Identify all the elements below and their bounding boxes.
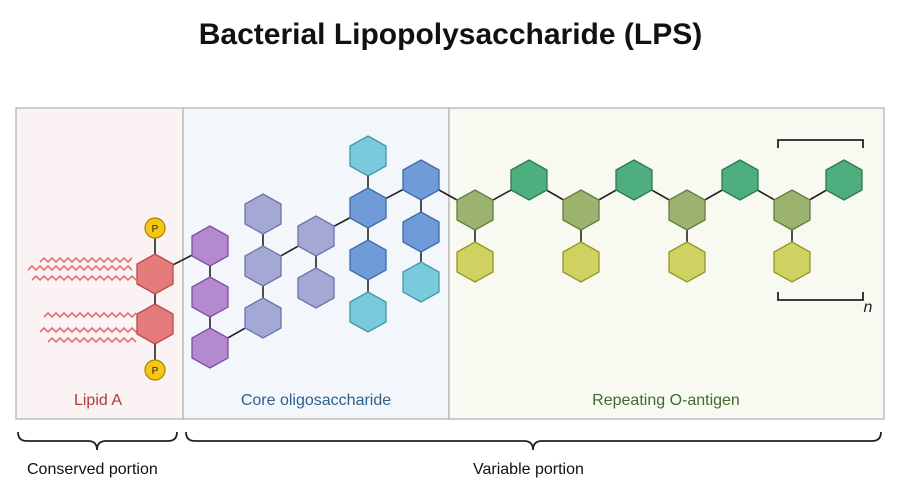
outer-core-sugars <box>349 159 440 281</box>
fatty-acid-chain <box>43 311 137 319</box>
variable-portion-label: Variable portion <box>473 461 584 478</box>
hexose-hexagon <box>349 239 387 281</box>
phosphate-label: P <box>152 366 159 377</box>
fatty-acid-chains <box>27 256 141 344</box>
o-antigen-linker-sugars <box>510 159 863 201</box>
fatty-acid-chain <box>31 274 137 282</box>
o-antigen-panel <box>448 107 885 420</box>
heptose-hexagon <box>297 267 335 309</box>
hexose-hexagon <box>402 159 440 201</box>
conserved-portion-label: Conserved portion <box>27 461 158 478</box>
antigen-hexagon <box>562 189 600 231</box>
hexose-hexagon <box>402 211 440 253</box>
antigen-hexagon <box>456 241 494 283</box>
antigen-hexagon <box>668 241 706 283</box>
heptose-sugars <box>244 193 335 339</box>
glucosamine-hexagon <box>136 253 174 295</box>
antigen-hexagon <box>825 159 863 201</box>
fatty-acid-chain <box>39 256 133 264</box>
o-antigen-label: Repeating O-antigen <box>592 392 740 409</box>
heptose-hexagon <box>297 215 335 257</box>
antigen-hexagon <box>721 159 759 201</box>
antigen-hexagon <box>615 159 653 201</box>
phosphate-circle <box>144 359 166 381</box>
bottom-braces <box>17 431 882 451</box>
repeat-count-label: n <box>864 299 873 316</box>
hexose-hexagon <box>349 187 387 229</box>
heptose-hexagon <box>244 193 282 235</box>
antigen-hexagon <box>773 241 811 283</box>
fatty-acid-chain <box>39 326 141 334</box>
kdo-hexagon <box>191 225 229 267</box>
variable-brace <box>185 431 882 451</box>
antigen-hexagon <box>456 189 494 231</box>
phosphate-label: P <box>152 224 159 235</box>
heptose-hexagon <box>244 245 282 287</box>
glucosamine-hexagon <box>136 303 174 345</box>
antigen-hexagon <box>773 189 811 231</box>
phosphate-groups <box>144 217 166 381</box>
antigen-hexagon <box>562 241 600 283</box>
o-antigen-backbone-sugars <box>456 189 811 231</box>
branch-hexagon <box>402 261 440 303</box>
inner-core-sugars <box>191 225 229 369</box>
kdo-hexagon <box>191 276 229 318</box>
repeat-bracket <box>777 139 864 301</box>
kdo-hexagon <box>191 327 229 369</box>
core-oligosaccharide-label: Core oligosaccharide <box>241 392 391 409</box>
fatty-acid-chain <box>27 264 133 272</box>
phosphate-circle <box>144 217 166 239</box>
lipid-a-label: Lipid A <box>74 392 122 409</box>
branch-hexagon <box>349 291 387 333</box>
heptose-hexagon <box>244 297 282 339</box>
branch-hexagon <box>349 135 387 177</box>
antigen-hexagon <box>510 159 548 201</box>
lipid-a-sugars <box>136 253 174 345</box>
outer-core-branch-sugars <box>349 135 440 333</box>
page-title: Bacterial Lipopolysaccharide (LPS) <box>198 18 703 51</box>
conserved-brace <box>17 431 178 451</box>
o-antigen-side-sugars <box>456 241 811 283</box>
fatty-acid-chain <box>47 336 137 344</box>
antigen-hexagon <box>668 189 706 231</box>
